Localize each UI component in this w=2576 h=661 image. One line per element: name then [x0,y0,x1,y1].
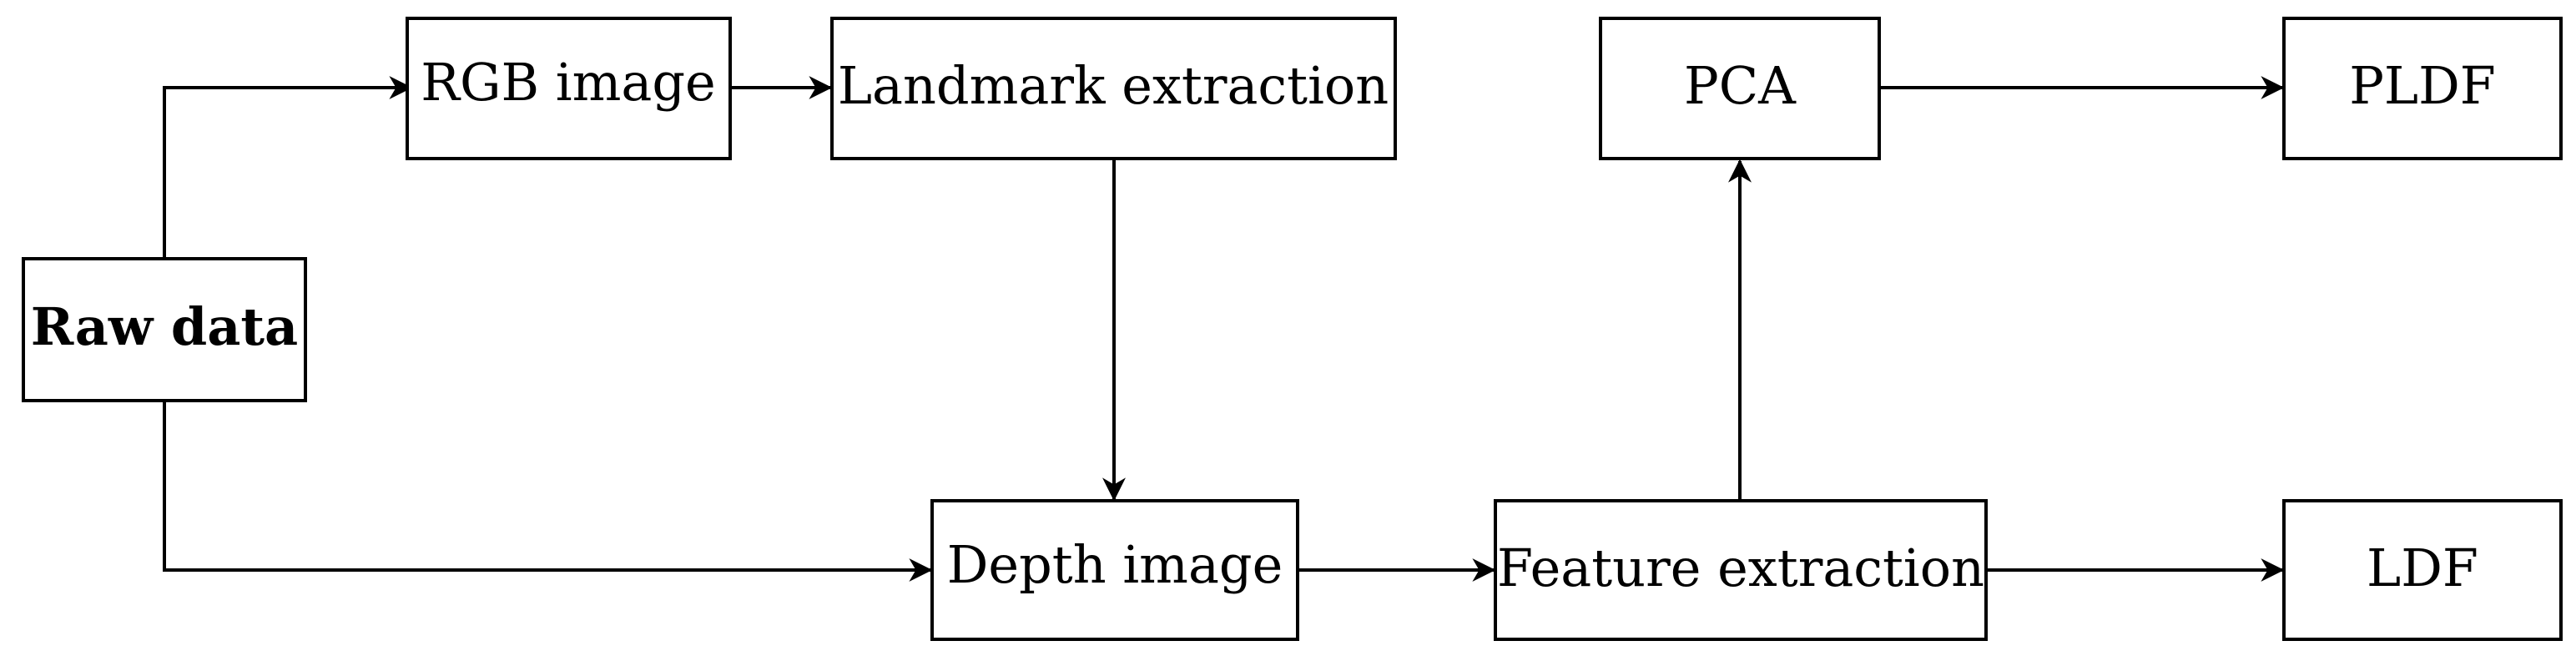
node-rgb-image: RGB image [406,17,732,160]
node-depth-image: Depth image [930,499,1299,641]
node-landmark-extraction-label: Landmark extraction [838,55,1389,116]
node-rgb-image-label: RGB image [421,52,715,113]
node-pca: PCA [1599,17,1881,160]
node-pldf: PLDF [2282,17,2563,160]
node-raw-data-label: Raw data [31,296,298,357]
node-raw-data: Raw data [22,257,307,402]
node-pca-label: PCA [1684,55,1797,116]
node-feature-extraction-label: Feature extraction [1497,537,1984,598]
node-pldf-label: PLDF [2349,55,2496,116]
node-depth-image-label: Depth image [947,534,1283,595]
edge-raw-data-to-depth-image [163,401,933,582]
edge-raw-data-to-rgb-image [163,76,413,259]
edges [163,76,2285,582]
node-feature-extraction: Feature extraction [1494,499,1988,641]
node-ldf-label: LDF [2367,537,2478,598]
node-ldf: LDF [2282,499,2563,641]
node-landmark-extraction: Landmark extraction [830,17,1397,160]
